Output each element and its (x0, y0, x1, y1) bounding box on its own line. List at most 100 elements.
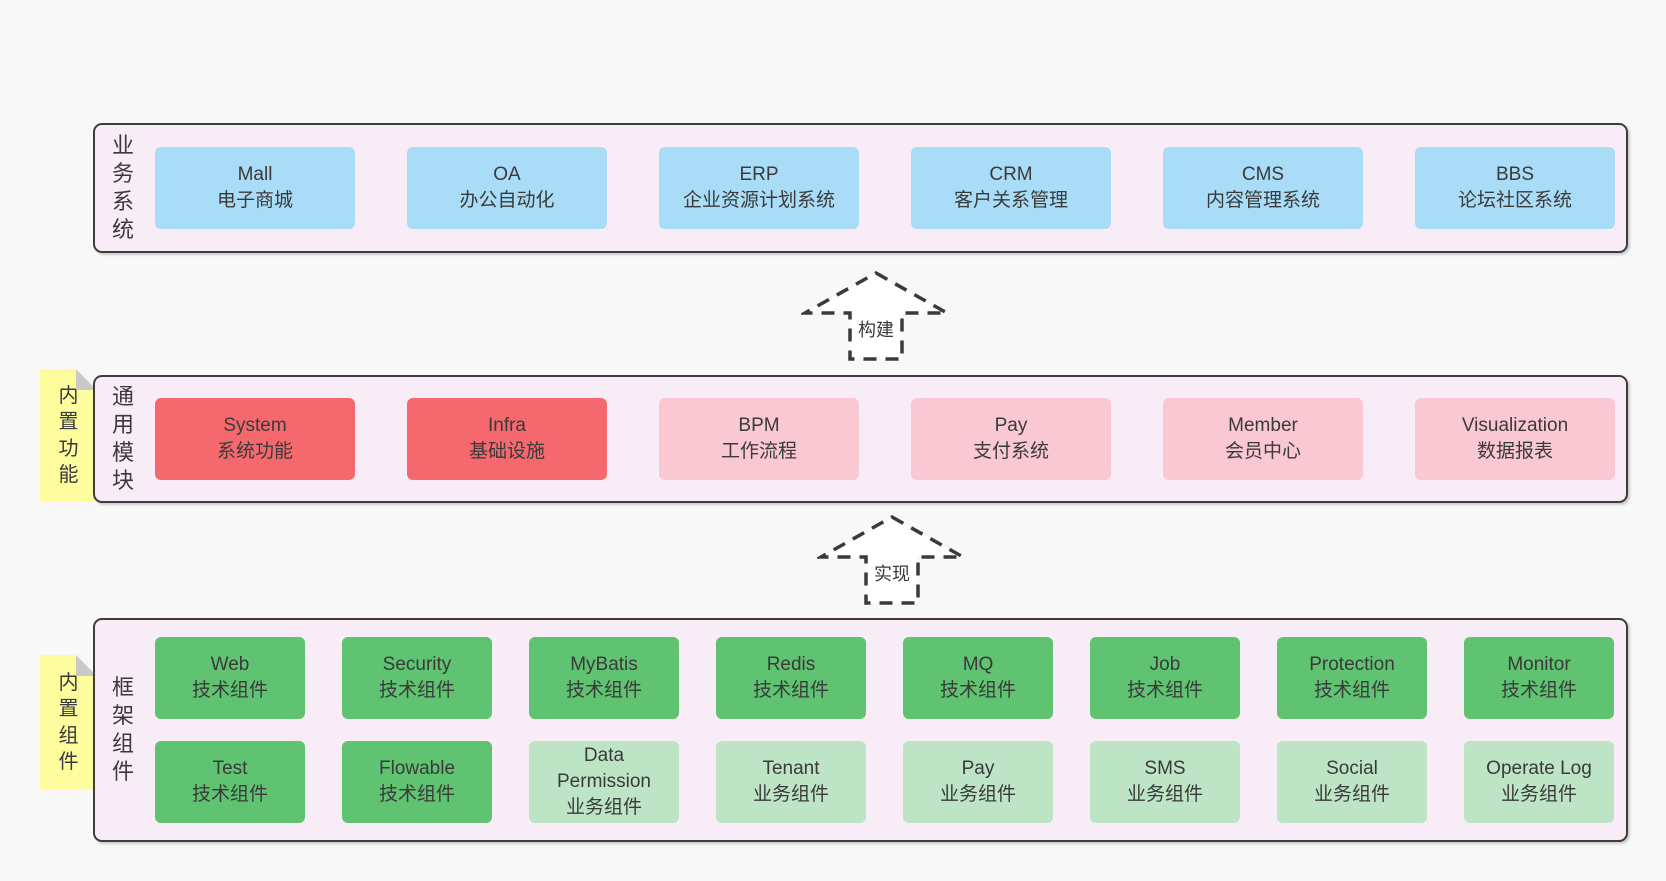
box-name-en: System (223, 414, 287, 436)
box-name-zh: 办公自动化 (459, 190, 555, 211)
box-system: System 系统功能 (155, 398, 355, 480)
box-test: Test 技术组件 (155, 741, 305, 823)
box-name-zh: 技术组件 (1126, 680, 1203, 701)
box-web: Web 技术组件 (155, 637, 305, 719)
box-cms: CMS 内容管理系统 (1163, 147, 1363, 229)
box-name-zh: 业务组件 (565, 797, 642, 819)
sticky-note-builtin-components: 内置组件 (40, 655, 97, 790)
box-name-zh: 技术组件 (565, 680, 642, 701)
panel-modules-label: 通用模块 (112, 383, 135, 494)
box-name-en: ERP (739, 163, 779, 185)
components-row-2: Test 技术组件 Flowable 技术组件 Data Permission 业务组… (155, 741, 1614, 823)
box-flowable: Flowable 技术组件 (342, 741, 492, 823)
box-mybatis: MyBatis 技术组件 (529, 637, 679, 719)
box-name-zh: 业务组件 (752, 784, 829, 805)
box-security: Security 技术组件 (342, 637, 492, 719)
box-crm: CRM 客户关系管理 (911, 147, 1111, 229)
box-name-zh: 系统功能 (216, 441, 293, 462)
box-name-en: Flowable (378, 757, 456, 779)
box-name-zh: 业务组件 (1500, 784, 1577, 805)
box-infra: Infra 基础设施 (407, 398, 607, 480)
sticky-label: 内置功能 (58, 384, 79, 486)
box-operate-log: Operate Log 业务组件 (1464, 741, 1614, 823)
components-box-grid: Web 技术组件 Security 技术组件 MyBatis 技术组件 Redis 技术… (155, 620, 1614, 840)
box-name-en: Test (212, 757, 248, 779)
box-name-en: Infra (487, 414, 527, 436)
box-name-en: Data Permission (557, 744, 651, 792)
box-name-en: Tenant (762, 757, 820, 779)
box-name-zh: 基础设施 (468, 441, 545, 462)
box-name-en: BBS (1495, 163, 1535, 185)
box-name-zh: 技术组件 (752, 680, 829, 701)
panel-common-modules: 通用模块 System 系统功能 Infra 基础设施 BPM 工作流程 Pay 支付系… (93, 375, 1628, 503)
box-sms: SMS 业务组件 (1090, 741, 1240, 823)
box-redis: Redis 技术组件 (716, 637, 866, 719)
box-name-en: MyBatis (570, 653, 638, 675)
box-name-zh: 支付系统 (972, 441, 1049, 462)
box-name-en: Monitor (1507, 653, 1571, 675)
box-social: Social 业务组件 (1277, 741, 1427, 823)
box-name-en: MQ (962, 653, 994, 675)
box-name-zh: 客户关系管理 (953, 190, 1068, 211)
box-name-en: CMS (1241, 163, 1285, 185)
box-name-en: Security (382, 653, 452, 675)
box-data-permission: Data Permission 业务组件 (529, 741, 679, 823)
arrow-build: 构建 (801, 270, 951, 362)
box-name-zh: 技术组件 (1313, 680, 1390, 701)
box-name-en: Pay (994, 414, 1028, 436)
box-name-en: Redis (766, 653, 816, 675)
sticky-label: 内置组件 (58, 671, 79, 773)
box-name-en: Operate Log (1486, 757, 1592, 779)
box-name-zh: 技术组件 (1500, 680, 1577, 701)
arrow-build-label: 构建 (855, 316, 897, 342)
box-name-en: OA (493, 163, 521, 185)
box-name-zh: 技术组件 (378, 784, 455, 805)
box-monitor: Monitor 技术组件 (1464, 637, 1614, 719)
box-name-zh: 内容管理系统 (1205, 190, 1320, 211)
box-name-en: Job (1149, 653, 1181, 675)
box-name-en: Social (1326, 757, 1378, 779)
box-name-zh: 企业资源计划系统 (682, 190, 835, 211)
box-tenant: Tenant 业务组件 (716, 741, 866, 823)
box-name-zh: 工作流程 (720, 441, 797, 462)
box-name-en: BPM (738, 414, 780, 436)
box-pay: Pay 支付系统 (911, 398, 1111, 480)
box-name-en: Pay (961, 757, 995, 779)
box-mq: MQ 技术组件 (903, 637, 1053, 719)
box-name-zh: 技术组件 (939, 680, 1016, 701)
arrow-implement-label: 实现 (871, 560, 913, 586)
box-name-zh: 业务组件 (1313, 784, 1390, 805)
components-row-1: Web 技术组件 Security 技术组件 MyBatis 技术组件 Redis 技术… (155, 637, 1614, 719)
box-name-en: CRM (989, 163, 1033, 185)
box-name-zh: 论坛社区系统 (1457, 190, 1572, 211)
box-erp: ERP 企业资源计划系统 (659, 147, 859, 229)
box-name-zh: 技术组件 (378, 680, 455, 701)
box-bbs: BBS 论坛社区系统 (1415, 147, 1615, 229)
box-oa: OA 办公自动化 (407, 147, 607, 229)
box-name-zh: 业务组件 (939, 784, 1016, 805)
box-visualization: Visualization 数据报表 (1415, 398, 1615, 480)
box-name-en: Visualization (1461, 414, 1569, 436)
panel-business-label: 业务系统 (112, 132, 135, 243)
box-bpm: BPM 工作流程 (659, 398, 859, 480)
box-name-zh: 数据报表 (1476, 441, 1553, 462)
modules-box-row: System 系统功能 Infra 基础设施 BPM 工作流程 Pay 支付系统 Mem… (155, 377, 1615, 501)
box-member: Member 会员中心 (1163, 398, 1363, 480)
box-name-zh: 会员中心 (1224, 441, 1301, 462)
box-name-en: Member (1228, 414, 1298, 436)
box-name-zh: 技术组件 (191, 680, 268, 701)
panel-components-label: 框架组件 (112, 674, 135, 785)
box-protection: Protection 技术组件 (1277, 637, 1427, 719)
box-name-zh: 业务组件 (1126, 784, 1203, 805)
box-job: Job 技术组件 (1090, 637, 1240, 719)
box-name-en: Mall (237, 163, 273, 185)
box-name-en: Web (210, 653, 250, 675)
box-name-en: SMS (1144, 757, 1186, 779)
arrow-implement: 实现 (817, 514, 967, 606)
box-name-en: Protection (1309, 653, 1395, 675)
box-name-zh: 技术组件 (191, 784, 268, 805)
